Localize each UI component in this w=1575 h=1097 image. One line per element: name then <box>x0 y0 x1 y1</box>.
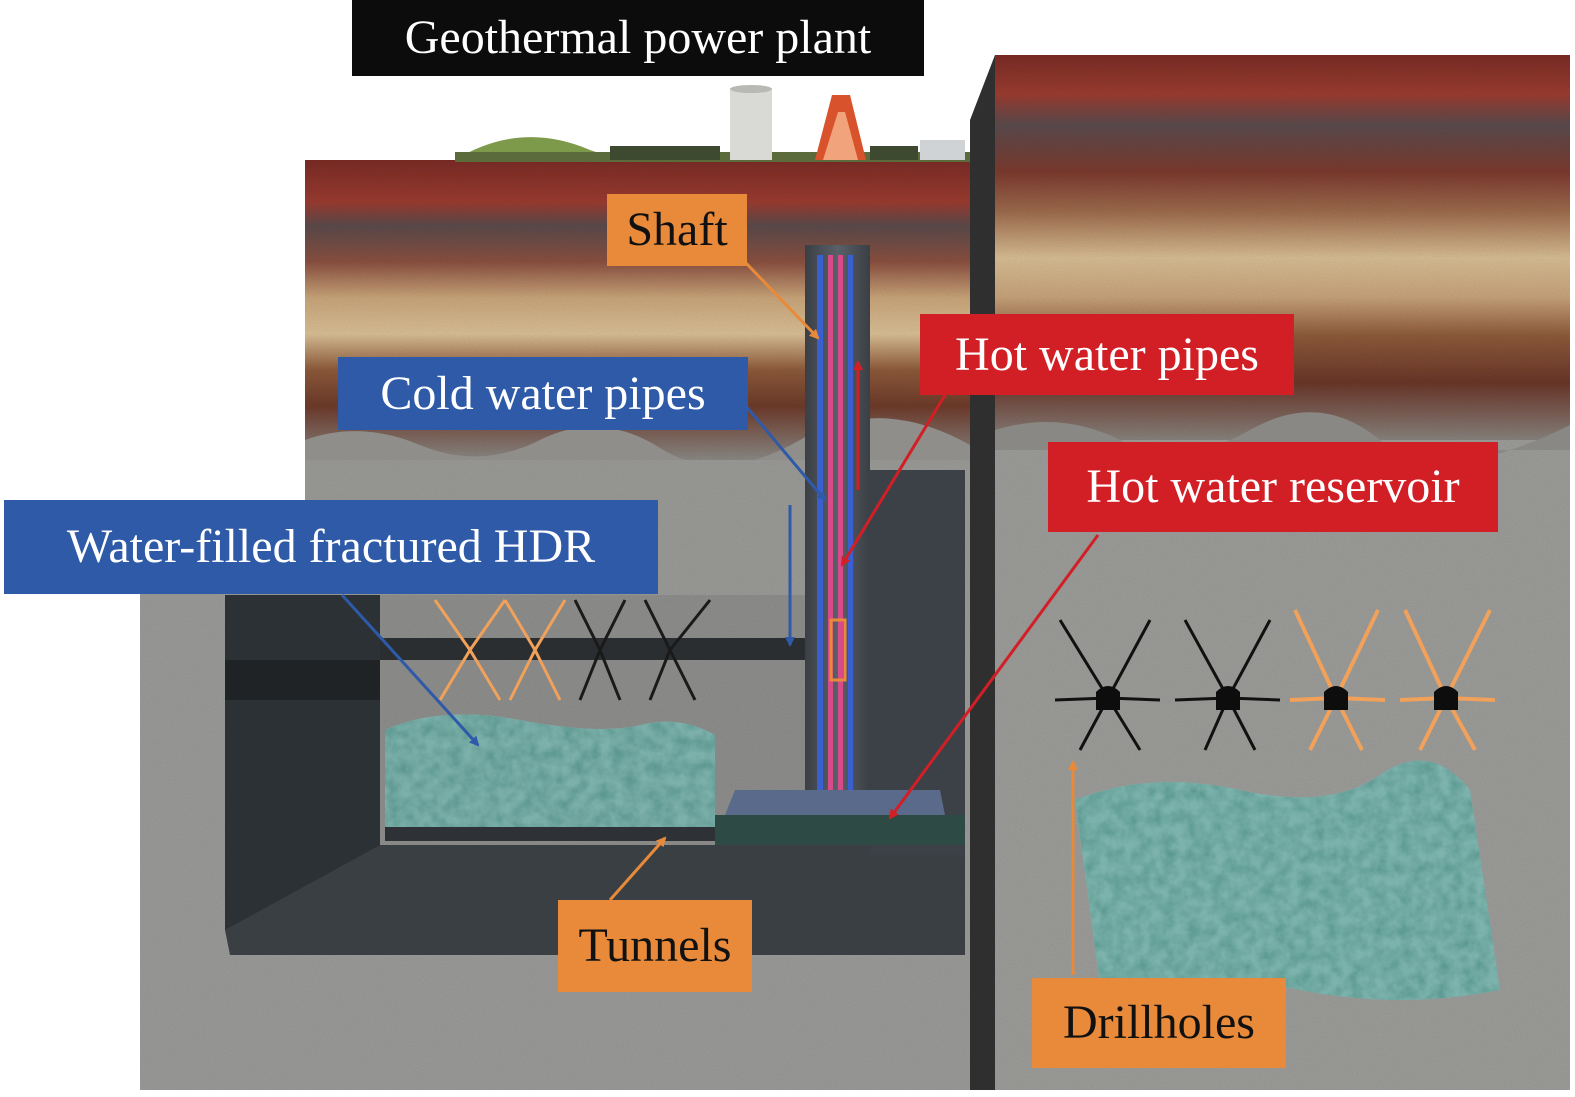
shaft <box>805 245 870 790</box>
right-block-side-face <box>970 55 995 1090</box>
fractured-hdr-left <box>385 714 715 830</box>
tunnel-cross-sections <box>1096 686 1458 710</box>
hot-water-reservoir <box>715 815 965 845</box>
cold-water-pipes-label: Cold water pipes <box>338 357 748 430</box>
fractured-hdr-right <box>1075 760 1500 1000</box>
cooling-tower <box>730 88 772 160</box>
shaft-label: Shaft <box>607 194 747 266</box>
tunnel-drillholes-orange <box>433 599 567 701</box>
hot-water-reservoir-label: Hot water reservoir <box>1048 442 1498 532</box>
water-filled-hdr-label: Water-filled fractured HDR <box>4 500 658 594</box>
drillholes-black <box>1054 619 1281 751</box>
hot-water-reservoir-arrow <box>888 534 1100 820</box>
drillholes-label: Drillholes <box>1032 978 1286 1068</box>
shaft-base <box>725 790 945 815</box>
tunnels-label: Tunnels <box>558 900 752 992</box>
tunnels-arrow <box>608 836 667 901</box>
hdr-arrow <box>340 593 480 747</box>
shaft-arrow <box>743 260 820 340</box>
hot-water-pipes-arrow <box>840 394 947 567</box>
title-label: Geothermal power plant <box>352 0 924 76</box>
hot-water-pipes-label: Hot water pipes <box>920 314 1294 395</box>
tunnel-drillholes-black <box>573 599 712 701</box>
upper-tunnel <box>380 638 870 660</box>
cold-water-pipes-arrow <box>743 404 827 502</box>
left-bedrock-boundary <box>305 418 970 470</box>
